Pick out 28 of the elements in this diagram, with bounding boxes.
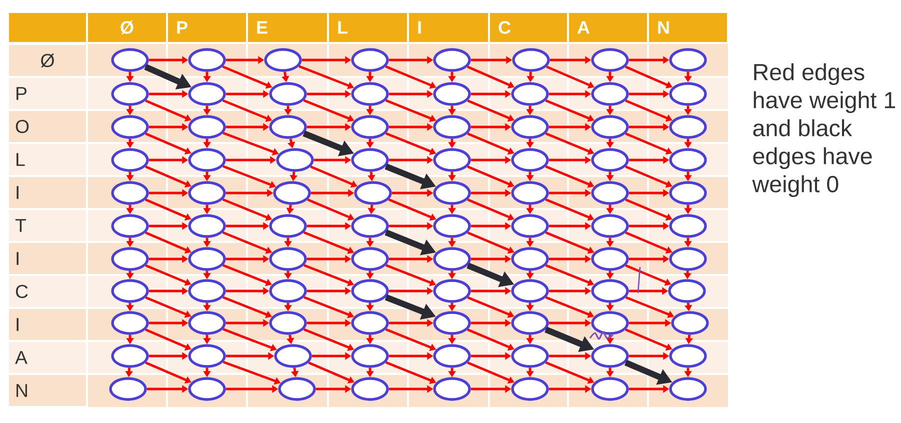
oval-node [669, 377, 707, 401]
header-cell: N [649, 13, 727, 42]
header-cell: C [490, 13, 567, 42]
row-header-cell: P [9, 78, 86, 109]
oval-node [591, 377, 629, 401]
header-cell: I [409, 13, 488, 42]
oval-node [188, 377, 226, 401]
header-cell: L [329, 13, 407, 42]
header-cell: E [248, 13, 327, 42]
row-header-cell: Ø [9, 45, 86, 76]
oval-node [433, 377, 471, 401]
row-header-cell: N [9, 375, 86, 406]
oval-node [109, 377, 147, 401]
oval-node [351, 377, 389, 401]
header-cell: Ø [88, 13, 166, 42]
oval-node [511, 377, 549, 401]
oval-node [278, 377, 316, 401]
row-header-cell: I [9, 177, 86, 208]
row-header-cell: O [9, 111, 86, 142]
note-text: Red edges have weight 1 and black edges have weight 0 [752, 63, 896, 198]
row-header-cell: C [9, 276, 86, 307]
row-header-cell: I [9, 309, 86, 340]
header-cell: P [168, 13, 246, 42]
header-cell: A [569, 13, 647, 42]
row-header-cell: L [9, 144, 86, 175]
row-header-cell: A [9, 342, 86, 373]
row-header-cell: T [9, 210, 86, 241]
row-header-cell: I [9, 243, 86, 274]
